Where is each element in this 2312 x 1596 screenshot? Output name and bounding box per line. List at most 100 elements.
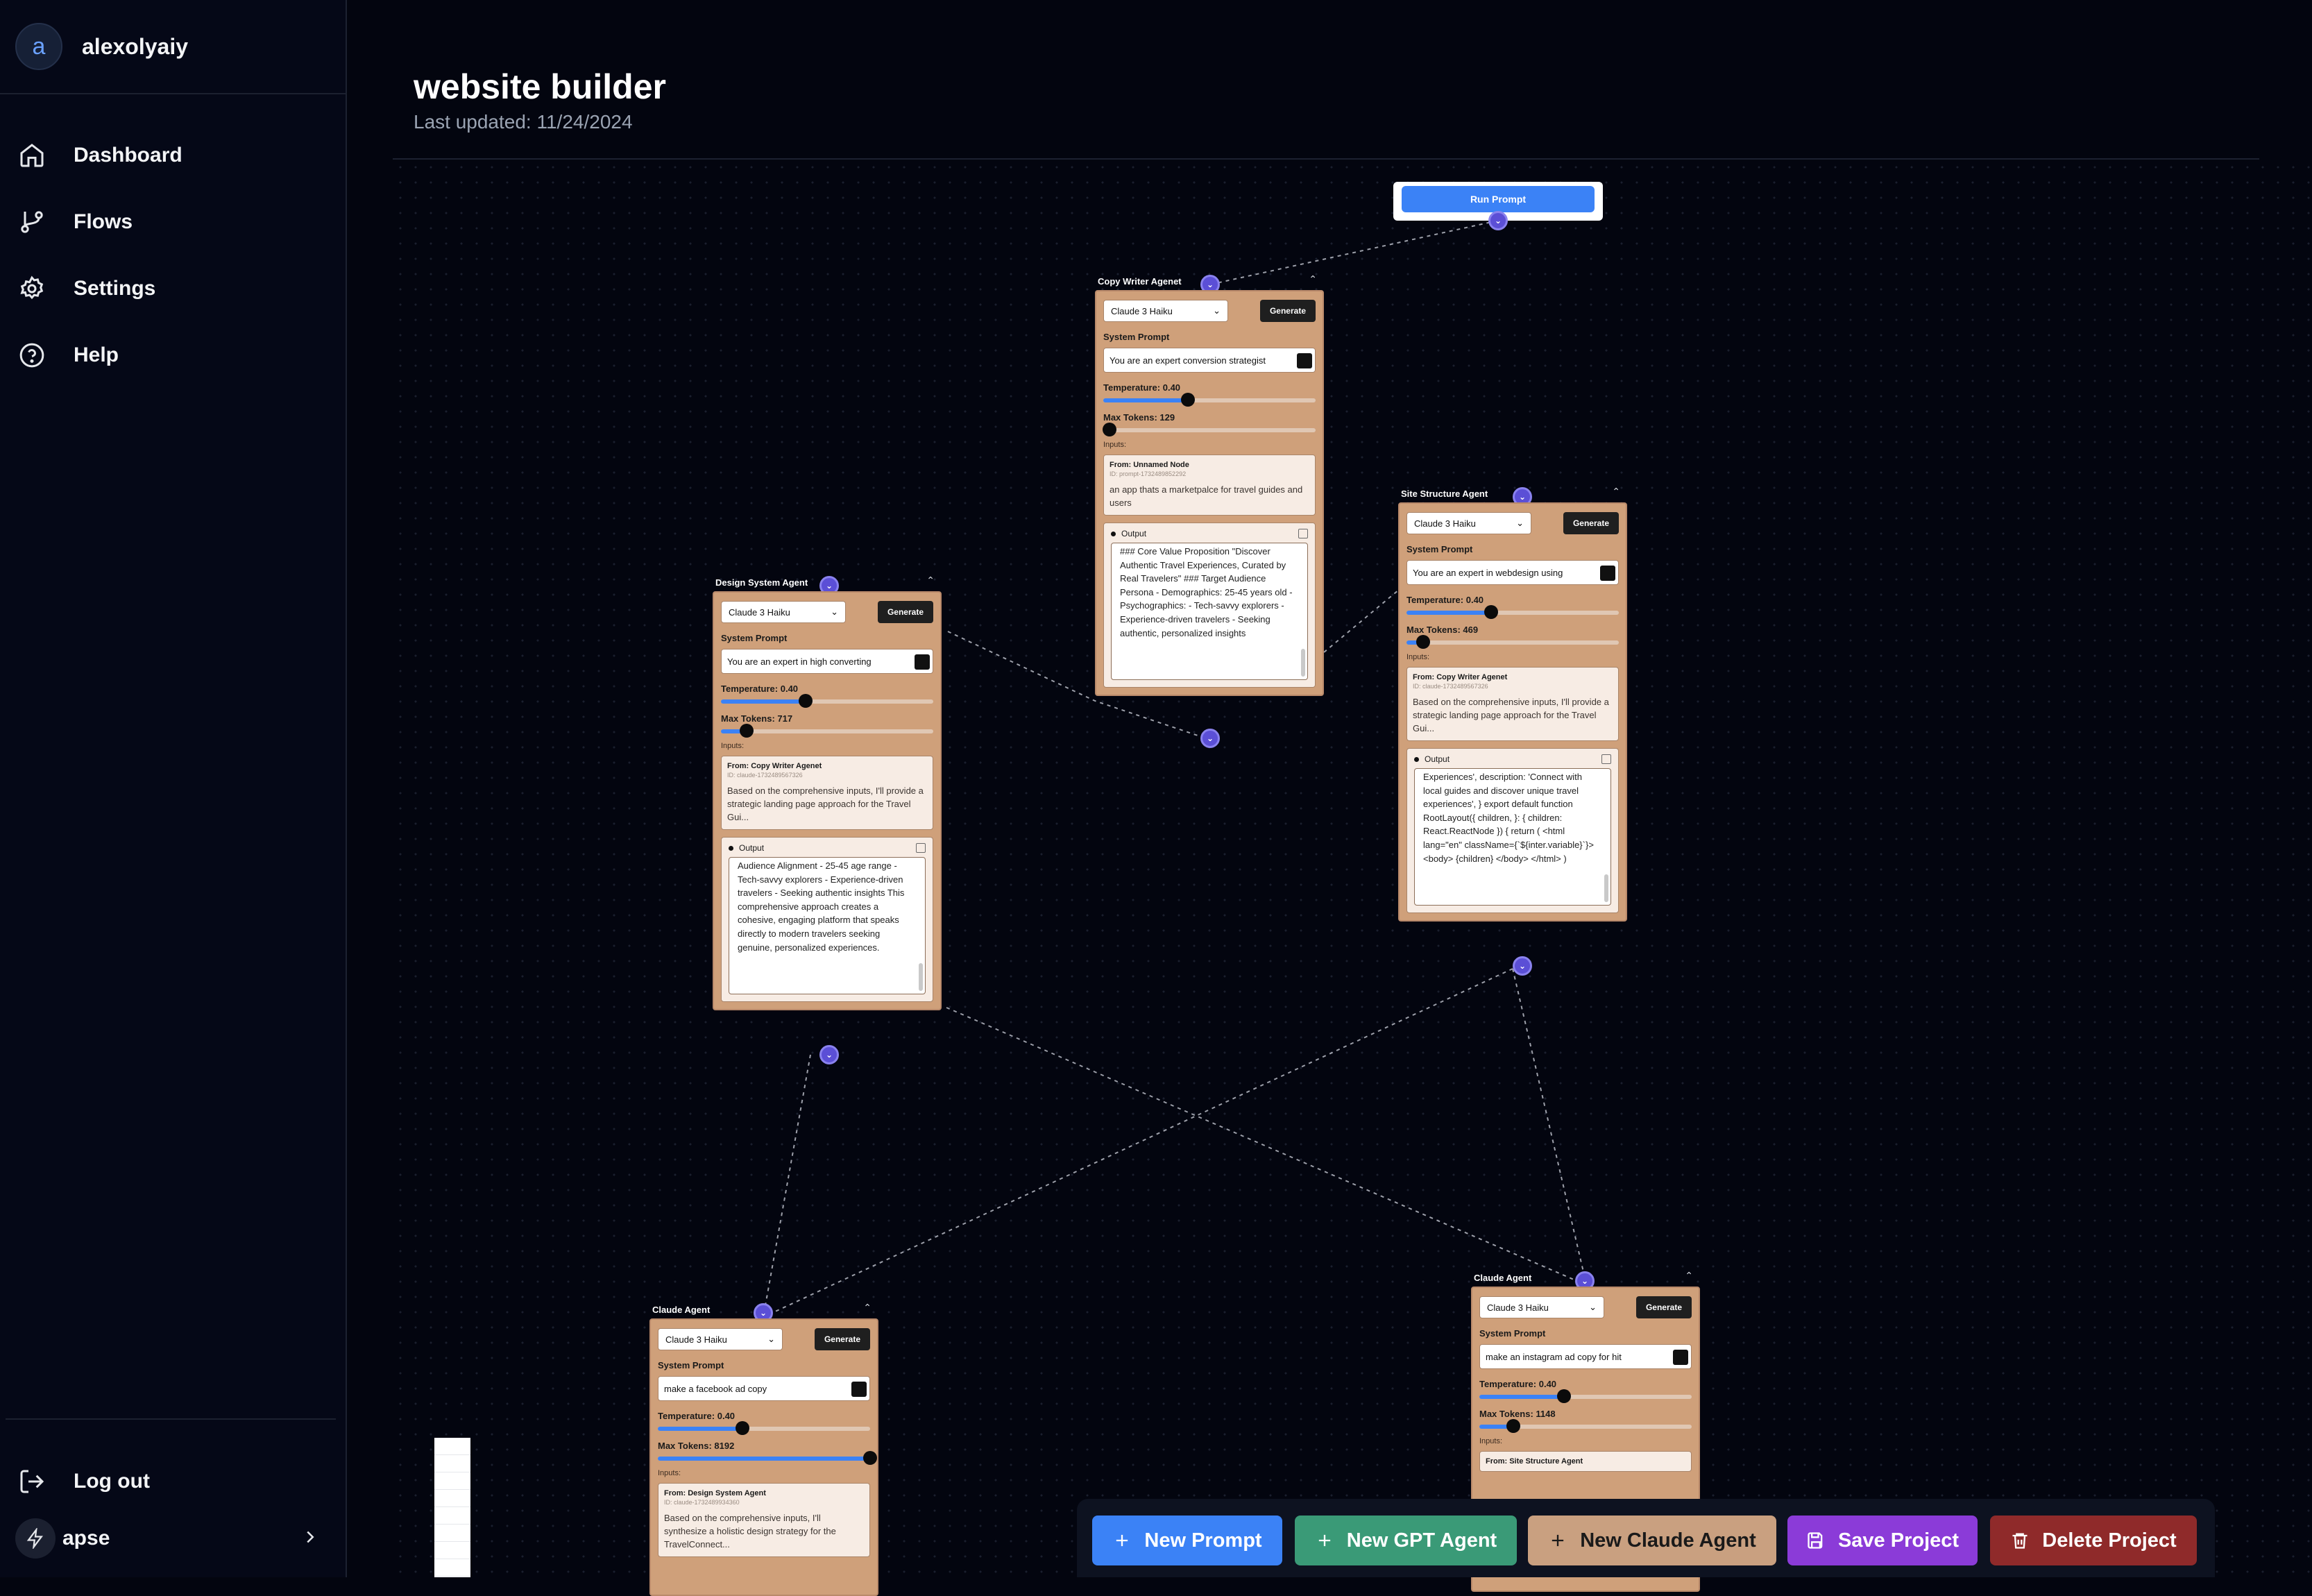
output-label: Output [1121, 529, 1147, 538]
slider-thumb[interactable] [1484, 605, 1499, 619]
chevron-up-icon[interactable]: ⌃ [1309, 273, 1317, 285]
delete-project-button[interactable]: Delete Project [1990, 1516, 2197, 1565]
sidebar-divider [0, 93, 346, 94]
new-gpt-agent-button[interactable]: New GPT Agent [1295, 1516, 1517, 1565]
node-output-handle[interactable]: ⌄ [819, 1045, 839, 1064]
prompt-node[interactable]: Run Prompt ⌄ [1393, 182, 1603, 230]
expand-icon[interactable] [1673, 1350, 1688, 1365]
expand-icon[interactable] [915, 654, 930, 670]
generate-button[interactable]: Generate [1563, 512, 1619, 534]
chevron-down-icon: ⌄ [831, 606, 838, 617]
max-tokens-slider[interactable] [1406, 635, 1619, 649]
app-switcher[interactable]: apse [15, 1514, 321, 1563]
logout-button[interactable]: Log out [18, 1450, 150, 1513]
model-select[interactable]: Claude 3 Haiku⌄ [1103, 300, 1228, 322]
expand-icon[interactable] [1600, 566, 1615, 581]
output-label: Output [739, 843, 765, 853]
branch-icon [21, 211, 43, 233]
max-tokens-slider[interactable] [658, 1451, 877, 1465]
system-prompt-input[interactable]: You are an expert in webdesign using [1406, 560, 1619, 585]
node-body: Claude 3 Haiku⌄ Generate System Prompt Y… [1095, 290, 1324, 696]
node-output-handle[interactable]: ⌄ [1513, 956, 1532, 976]
model-select[interactable]: Claude 3 Haiku⌄ [1406, 512, 1531, 534]
temperature-slider[interactable] [1103, 393, 1316, 407]
slider-fill [658, 1427, 743, 1431]
new-prompt-button[interactable]: New Prompt [1092, 1516, 1282, 1565]
input-from: From: Site Structure Agent [1486, 1457, 1583, 1466]
page-title: website builder [414, 67, 666, 106]
system-prompt-label: System Prompt [658, 1360, 724, 1370]
logout-icon [20, 1470, 44, 1493]
temperature-slider[interactable] [658, 1421, 870, 1435]
model-select[interactable]: Claude 3 Haiku⌄ [1479, 1296, 1604, 1318]
slider-thumb[interactable] [736, 1421, 750, 1435]
input-text: an app thats a marketpalce for travel gu… [1110, 484, 1303, 508]
site-structure-node[interactable]: Site Structure Agent ⌃ ⌄ Claude 3 Haiku⌄… [1398, 486, 1627, 976]
input-card: From: Unnamed Node ID: prompt-1732489852… [1103, 455, 1316, 516]
generate-button[interactable]: Generate [877, 601, 933, 623]
claude-agent-node[interactable]: Claude Agent ⌃ ⌄ Claude 3 Haiku⌄ Generat… [649, 1302, 878, 1596]
slider-thumb[interactable] [1181, 393, 1196, 407]
temperature-slider[interactable] [721, 694, 933, 708]
output-text[interactable]: ### Core Value Proposition "Discover Aut… [1111, 543, 1308, 680]
design-system-node[interactable]: Design System Agent ⌃ ⌄ Claude 3 Haiku⌄ … [713, 575, 942, 1064]
temperature-slider[interactable] [1406, 605, 1619, 619]
sidebar-item-label: Settings [74, 277, 156, 300]
generate-button[interactable]: Generate [1259, 300, 1316, 322]
system-prompt-input[interactable]: make an instagram ad copy for hit [1479, 1344, 1692, 1369]
input-from: From: Copy Writer Agenet [1413, 673, 1508, 681]
node-output-handle[interactable]: ⌄ [1200, 729, 1220, 748]
model-select[interactable]: Claude 3 Haiku⌄ [658, 1328, 783, 1350]
save-project-button[interactable]: Save Project [1787, 1516, 1978, 1565]
sidebar-item-dashboard[interactable]: Dashboard [18, 122, 182, 189]
slider-thumb[interactable] [739, 724, 754, 738]
run-prompt-button[interactable]: Run Prompt [1402, 186, 1595, 212]
max-tokens-slider[interactable] [1103, 423, 1316, 436]
generate-button[interactable]: Generate [1635, 1296, 1692, 1318]
slider-thumb[interactable] [1506, 1419, 1520, 1433]
sidebar-item-settings[interactable]: Settings [18, 255, 182, 322]
copy-icon[interactable] [916, 843, 926, 853]
slider-thumb[interactable] [1416, 635, 1431, 649]
slider-thumb[interactable] [799, 694, 813, 708]
model-select[interactable]: Claude 3 Haiku ⌄ [721, 601, 846, 623]
copy-icon[interactable] [1298, 529, 1308, 538]
scrollbar[interactable] [919, 963, 923, 991]
system-prompt-input[interactable]: make a facebook ad copy [658, 1376, 870, 1401]
slider-thumb[interactable] [1557, 1389, 1572, 1403]
max-tokens-slider[interactable] [1479, 1419, 1692, 1433]
output-text[interactable]: Experiences', description: 'Connect with… [1414, 768, 1611, 906]
node-title: Site Structure Agent [1401, 489, 1488, 499]
new-claude-agent-button[interactable]: New Claude Agent [1528, 1516, 1776, 1565]
home-icon [20, 144, 44, 167]
chevron-up-icon[interactable]: ⌃ [926, 575, 935, 586]
copy-writer-node[interactable]: Copy Writer Agenet ⌃ ⌄ Claude 3 Haiku⌄ G… [1095, 273, 1324, 748]
node-title: Claude Agent [1474, 1273, 1532, 1283]
system-prompt-value: You are an expert in high converting [727, 656, 872, 667]
expand-icon[interactable] [1297, 353, 1312, 368]
chevron-up-icon[interactable]: ⌃ [863, 1302, 872, 1313]
generate-button[interactable]: Generate [814, 1328, 870, 1350]
sidebar-item-flows[interactable]: Flows [18, 189, 182, 255]
chevron-down-icon: ⌄ [1516, 518, 1524, 528]
max-tokens-slider[interactable] [721, 724, 933, 738]
temperature-slider[interactable] [1479, 1389, 1692, 1403]
output-text[interactable]: Audience Alignment - 25-45 age range - T… [729, 857, 926, 994]
chevron-up-icon[interactable]: ⌃ [1612, 486, 1620, 497]
scrollbar[interactable] [1604, 874, 1608, 902]
node-output-handle[interactable]: ⌄ [1488, 211, 1508, 230]
user-profile[interactable]: a alexolyaiy [15, 22, 188, 71]
chevron-up-icon[interactable]: ⌃ [1685, 1270, 1693, 1281]
slider-thumb[interactable] [1103, 423, 1117, 436]
system-prompt-input[interactable]: You are an expert in high converting [721, 649, 933, 674]
scrollbar[interactable] [1301, 649, 1305, 677]
system-prompt-input[interactable]: You are an expert conversion strategist [1103, 348, 1316, 373]
new-claude-agent-label: New Claude Agent [1580, 1529, 1756, 1552]
model-select-value: Claude 3 Haiku [665, 1334, 727, 1345]
slider-thumb[interactable] [863, 1451, 877, 1465]
node-body: Claude 3 Haiku⌄ Generate System Prompt Y… [713, 591, 942, 1010]
model-select-value: Claude 3 Haiku [729, 606, 790, 618]
sidebar-item-help[interactable]: Help [18, 322, 182, 389]
copy-icon[interactable] [1601, 754, 1611, 764]
expand-icon[interactable] [851, 1382, 867, 1397]
